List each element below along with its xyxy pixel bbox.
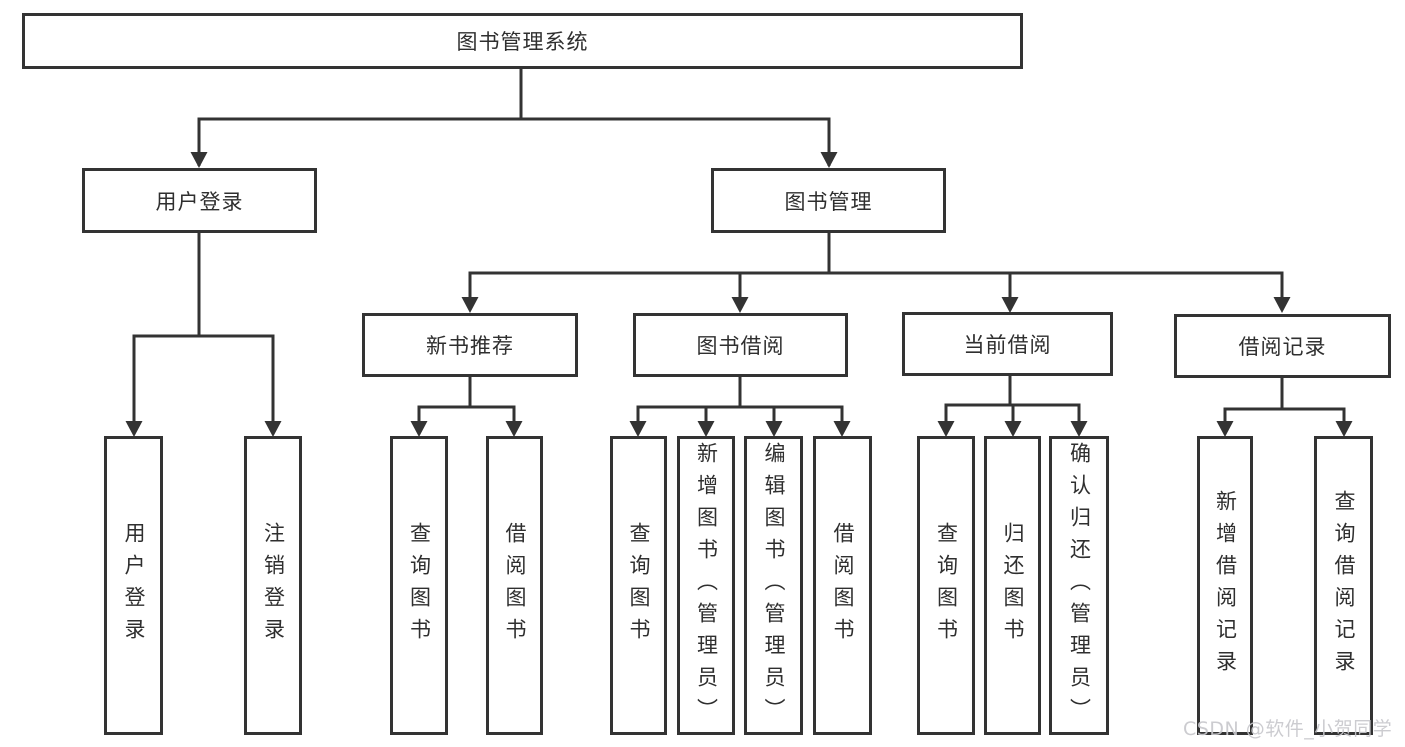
leaf-label: 借阅图书 <box>503 521 527 650</box>
leaf-label: 借阅图书 <box>831 521 855 650</box>
node-book-management: 图书管理 <box>711 168 946 233</box>
leaf-borrow-query-books: 查询图书 <box>610 436 667 735</box>
node-book-borrowing: 图书借阅 <box>633 313 848 377</box>
node-label: 借阅记录 <box>1238 335 1327 359</box>
leaf-borrow-edit-books-admin: 编辑图书（管理员） <box>744 436 803 735</box>
leaf-borrow-borrow-books: 借阅图书 <box>813 436 872 735</box>
leaf-newbooks-borrow-books: 借阅图书 <box>486 436 543 735</box>
leaf-label: 注销登录 <box>261 521 286 650</box>
node-label: 用户登录 <box>155 189 244 214</box>
leaf-newbooks-query-books: 查询图书 <box>390 436 448 735</box>
leaf-current-query-books: 查询图书 <box>917 436 975 735</box>
leaf-user-login: 用户登录 <box>104 436 163 735</box>
leaf-label: 查询图书 <box>627 521 651 650</box>
node-label: 图书借阅 <box>696 334 785 358</box>
leaf-label: 用户登录 <box>122 521 146 650</box>
node-label: 图书管理 <box>784 189 873 214</box>
leaf-label: 查询借阅记录 <box>1332 489 1356 682</box>
node-label: 图书管理系统 <box>456 30 589 54</box>
connector-lines <box>132 68 1346 433</box>
leaf-label: 新增图书（管理员） <box>694 441 719 730</box>
leaf-records-query-borrow-record: 查询借阅记录 <box>1314 436 1373 735</box>
node-user-login: 用户登录 <box>82 168 317 233</box>
leaf-records-add-borrow-record: 新增借阅记录 <box>1197 436 1253 735</box>
leaf-borrow-add-books-admin: 新增图书（管理员） <box>677 436 735 735</box>
node-label: 新书推荐 <box>426 334 514 358</box>
node-library-management-system: 图书管理系统 <box>22 13 1023 69</box>
leaf-label: 归还图书 <box>1001 521 1025 650</box>
node-borrowing-records: 借阅记录 <box>1174 314 1391 378</box>
leaf-label: 新增借阅记录 <box>1213 489 1238 682</box>
csdn-watermark: CSDN @软件_小贺同学 <box>1183 718 1393 740</box>
node-label: 当前借阅 <box>963 333 1052 357</box>
leaf-label: 查询图书 <box>407 521 432 650</box>
leaf-label: 查询图书 <box>934 521 959 650</box>
node-current-borrowing: 当前借阅 <box>902 312 1113 376</box>
leaf-current-confirm-return-admin: 确认归还（管理员） <box>1049 436 1109 735</box>
leaf-label: 编辑图书（管理员） <box>762 441 786 730</box>
leaf-label: 确认归还（管理员） <box>1067 441 1092 730</box>
leaf-logout-login: 注销登录 <box>244 436 302 735</box>
leaf-current-return-books: 归还图书 <box>984 436 1041 735</box>
node-new-book-recommendation: 新书推荐 <box>362 313 578 377</box>
